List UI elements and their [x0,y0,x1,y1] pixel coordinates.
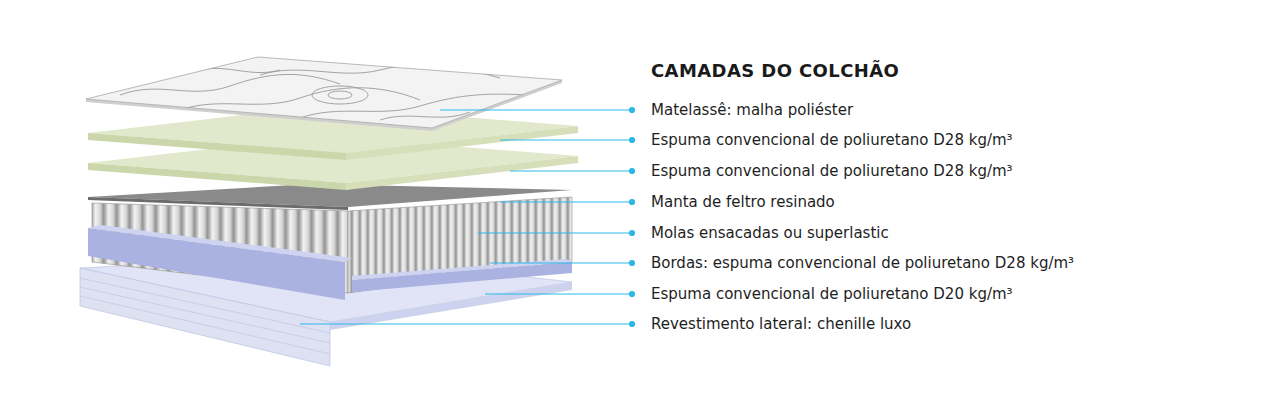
diagram-title: CAMADAS DO COLCHÃO [651,60,899,82]
layer-label: Molas ensacadas ou superlastic [651,223,889,243]
layer-label: Espuma convencional de poliuretano D20 k… [651,284,1013,304]
layer-label: Manta de feltro resinado [651,192,835,212]
layer-label: Espuma convencional de poliuretano D28 k… [651,130,1013,150]
layer-label: Bordas: espuma convencional de poliureta… [651,253,1074,273]
leader-lines [300,108,635,327]
layer-label: Matelassê: malha poliéster [651,100,853,120]
layer-label: Espuma convencional de poliuretano D28 k… [651,161,1013,181]
quilted-top [86,57,562,131]
layer-label: Revestimento lateral: chenille luxo [651,314,911,334]
